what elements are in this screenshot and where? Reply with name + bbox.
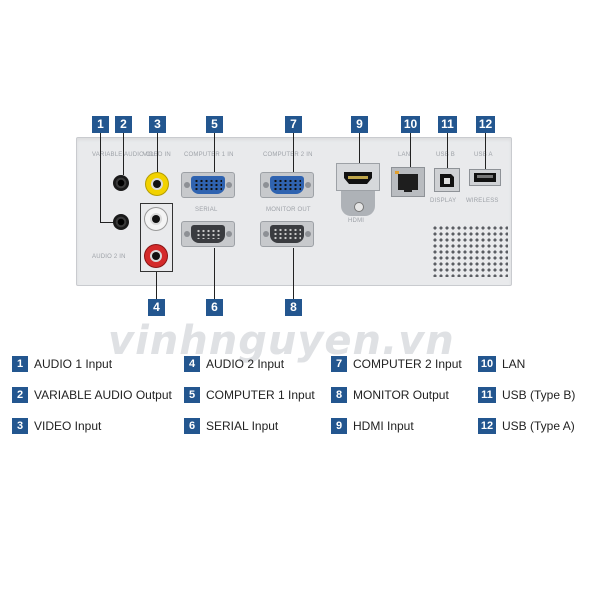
audio1-input-jack <box>113 214 129 230</box>
legend-number: 8 <box>331 387 347 403</box>
callout-badge-2: 2 <box>115 116 132 133</box>
leader-line-1-elbow <box>100 222 116 223</box>
legend-item-3: 3 VIDEO Input <box>12 417 101 435</box>
legend-label: COMPUTER 1 Input <box>206 388 315 402</box>
leader-line-5 <box>214 133 215 173</box>
callout-badge-6: 6 <box>206 299 223 316</box>
leader-line-11 <box>447 133 448 173</box>
legend-number: 4 <box>184 356 200 372</box>
callout-badge-10: 10 <box>401 116 420 133</box>
legend-item-8: 8 MONITOR Output <box>331 386 449 404</box>
legend-number: 2 <box>12 387 28 403</box>
legend-item-11: 11 USB (Type B) <box>478 386 575 404</box>
legend-label: USB (Type A) <box>502 419 575 433</box>
label-usb-a: USB A <box>474 152 493 158</box>
legend-number: 9 <box>331 418 347 434</box>
legend-number: 10 <box>478 356 496 372</box>
label-computer1-in: COMPUTER 1 IN <box>184 152 234 158</box>
legend-item-6: 6 SERIAL Input <box>184 417 278 435</box>
usb-type-b-port <box>434 168 460 192</box>
label-audio2-in: AUDIO 2 IN <box>92 254 126 260</box>
label-serial: SERIAL <box>195 207 218 213</box>
callout-badge-11: 11 <box>438 116 457 133</box>
legend-item-12: 12 USB (Type A) <box>478 417 575 435</box>
legend-item-2: 2 VARIABLE AUDIO Output <box>12 386 172 404</box>
hdmi-input-port <box>336 163 380 191</box>
usb-type-a-port <box>469 169 501 186</box>
audio2-input-group <box>140 203 173 272</box>
label-display: DISPLAY <box>430 198 457 204</box>
legend-label: VARIABLE AUDIO Output <box>34 388 172 402</box>
computer2-input-port <box>260 172 314 198</box>
leader-line-3 <box>157 133 158 173</box>
label-monitor-out: MONITOR OUT <box>266 207 311 213</box>
leader-line-8 <box>293 248 294 299</box>
legend-label: SERIAL Input <box>206 419 279 433</box>
legend-label: AUDIO 2 Input <box>206 357 285 371</box>
legend-label: COMPUTER 2 Input <box>353 357 462 371</box>
legend-label: MONITOR Output <box>353 388 449 402</box>
video-input-jack <box>146 173 168 195</box>
label-lan: LAN <box>398 152 411 158</box>
legend-number: 11 <box>478 387 496 403</box>
watermark: vinhnguyen.vn <box>108 318 455 364</box>
callout-badge-4: 4 <box>148 299 165 316</box>
legend-label: USB (Type B) <box>502 388 576 402</box>
legend-number: 7 <box>331 356 347 372</box>
leader-line-9 <box>359 133 360 173</box>
legend-number: 3 <box>12 418 28 434</box>
monitor-output-port <box>260 221 314 247</box>
leader-line-4 <box>156 272 157 299</box>
leader-line-10 <box>410 133 411 173</box>
computer1-input-port <box>181 172 235 198</box>
speaker-grille <box>432 225 508 277</box>
label-computer2-in: COMPUTER 2 IN <box>263 152 313 158</box>
label-video-in: VIDEO IN <box>143 152 171 158</box>
callout-badge-3: 3 <box>149 116 166 133</box>
callout-badge-5: 5 <box>206 116 223 133</box>
variable-audio-output-jack <box>113 175 129 191</box>
legend-item-5: 5 COMPUTER 1 Input <box>184 386 315 404</box>
legend-item-9: 9 HDMI Input <box>331 417 414 435</box>
label-usb-b: USB B <box>436 152 456 158</box>
legend-label: HDMI Input <box>353 419 414 433</box>
lan-port <box>391 167 425 197</box>
callout-badge-7: 7 <box>285 116 302 133</box>
callout-badge-8: 8 <box>285 299 302 316</box>
label-variable-audio: VARIABLE AUDIO OUT <box>92 152 160 158</box>
leader-line-6 <box>214 248 215 299</box>
hdmi-bracket <box>341 190 375 216</box>
legend-item-10: 10 LAN <box>478 355 525 373</box>
leader-line-2 <box>123 133 124 175</box>
serial-input-port <box>181 221 235 247</box>
legend-item-7: 7 COMPUTER 2 Input <box>331 355 462 373</box>
label-wireless: WIRELESS <box>466 198 499 204</box>
callout-badge-9: 9 <box>351 116 368 133</box>
legend-item-1: 1 AUDIO 1 Input <box>12 355 112 373</box>
label-hdmi: HDMI <box>348 218 365 224</box>
legend-number: 1 <box>12 356 28 372</box>
leader-line-7 <box>293 133 294 173</box>
callout-badge-12: 12 <box>476 116 495 133</box>
legend-label: LAN <box>502 357 526 371</box>
legend-item-4: 4 AUDIO 2 Input <box>184 355 284 373</box>
legend-number: 6 <box>184 418 200 434</box>
leader-line-12 <box>485 133 486 175</box>
audio2-left-jack <box>145 208 167 230</box>
callout-badge-1: 1 <box>92 116 109 133</box>
leader-line-1 <box>100 133 101 223</box>
legend-label: VIDEO Input <box>34 419 102 433</box>
legend-number: 12 <box>478 418 496 434</box>
audio2-right-jack <box>145 245 167 267</box>
legend-number: 5 <box>184 387 200 403</box>
legend-label: AUDIO 1 Input <box>34 357 113 371</box>
